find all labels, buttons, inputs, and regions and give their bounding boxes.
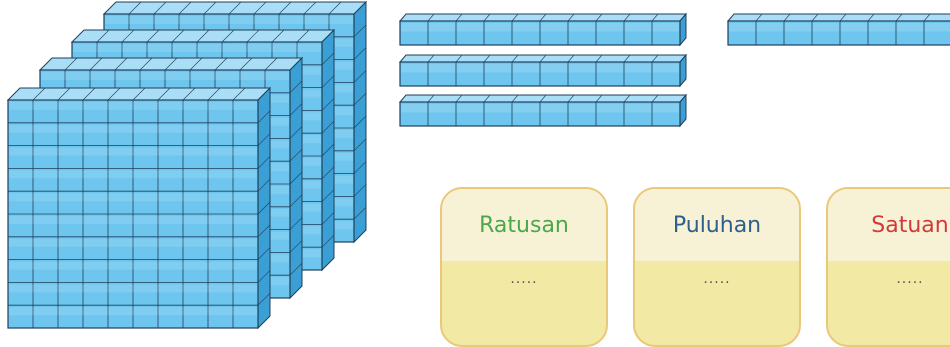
card-hundreds: Ratusan .....: [440, 187, 608, 347]
card-ones: Satuan .....: [826, 187, 950, 347]
ones-units-group: [728, 14, 950, 45]
tens-rod: [400, 55, 686, 86]
tens-rods-group: [400, 14, 686, 126]
card-hundreds-label: Ratusan: [479, 213, 569, 238]
card-ones-header: Satuan: [828, 189, 950, 261]
card-ones-value[interactable]: .....: [828, 271, 950, 287]
tens-rod: [400, 95, 686, 126]
card-tens: Puluhan .....: [633, 187, 801, 347]
card-hundreds-value[interactable]: .....: [442, 271, 606, 287]
card-ones-label: Satuan: [871, 213, 948, 238]
card-tens-value[interactable]: .....: [635, 271, 799, 287]
tens-rod: [400, 14, 686, 45]
card-hundreds-header: Ratusan: [442, 189, 606, 261]
hundreds-flat: [8, 88, 270, 328]
ones-units-row: [728, 14, 950, 45]
card-tens-label: Puluhan: [673, 213, 761, 238]
hundreds-flats-group: [8, 2, 366, 328]
card-tens-header: Puluhan: [635, 189, 799, 261]
